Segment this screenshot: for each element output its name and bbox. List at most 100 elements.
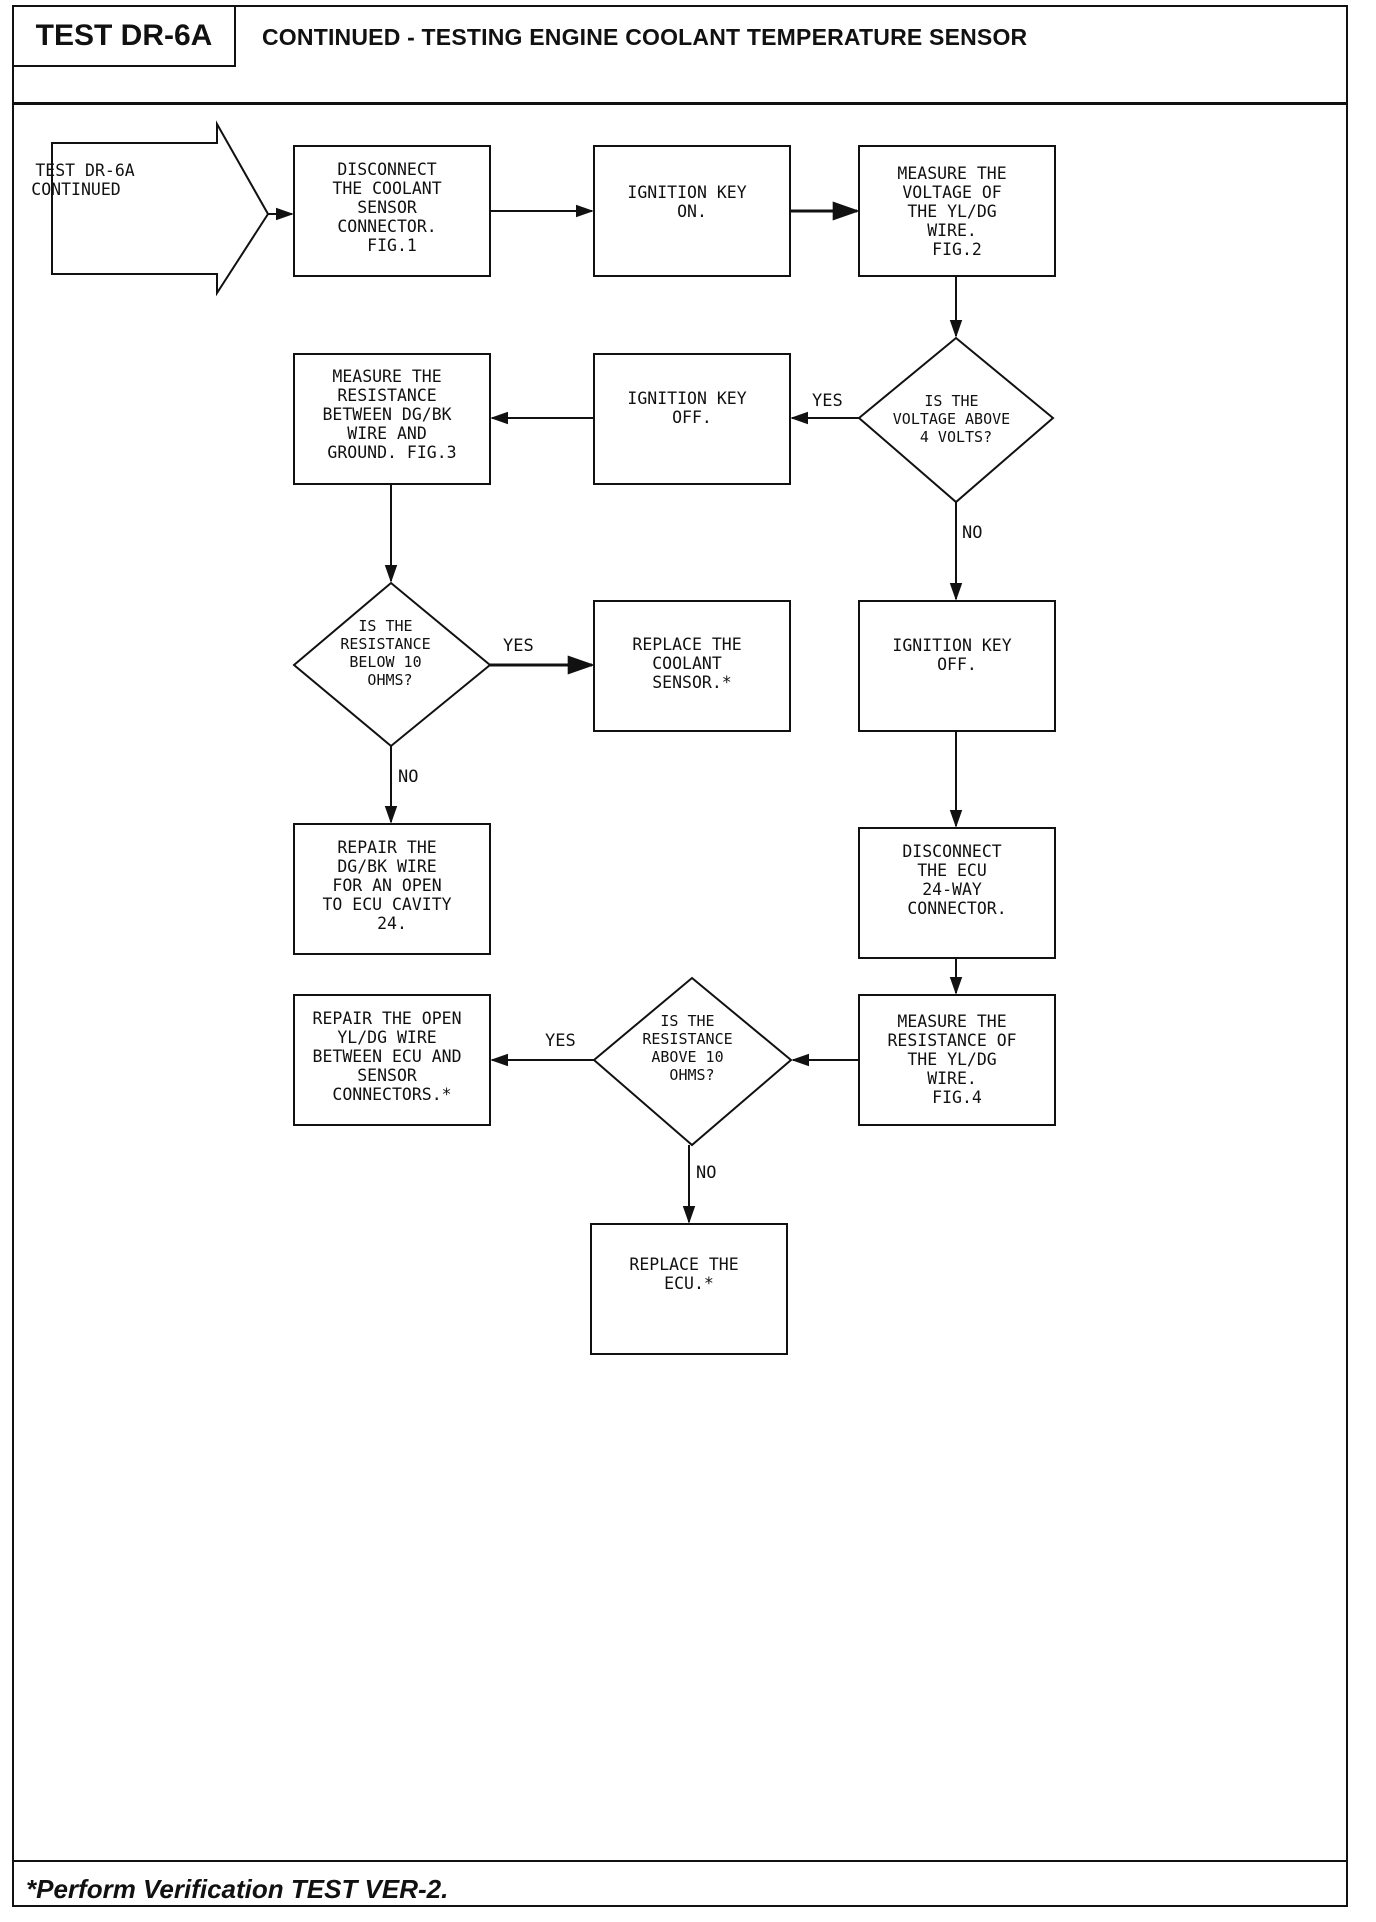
node-line: ECU.* bbox=[664, 1274, 714, 1293]
ignition-off-1-label: IGNITION KEY OFF. bbox=[627, 389, 756, 427]
above-yes-label: YES bbox=[545, 1031, 576, 1051]
measure-resistance-ground-box bbox=[293, 353, 491, 485]
node-line: DG/BK WIRE bbox=[337, 857, 436, 876]
node-line: RESISTANCE bbox=[340, 635, 430, 653]
disconnect-ecu-label: DISCONNECT THE ECU 24-WAY CONNECTOR. bbox=[902, 842, 1011, 918]
voltage-decision-label: IS THE VOLTAGE ABOVE 4 VOLTS? bbox=[893, 392, 1019, 446]
resistance-above-decision-label: IS THE RESISTANCE ABOVE 10 OHMS? bbox=[642, 1012, 741, 1084]
node-line: IS THE bbox=[924, 392, 978, 410]
node-line: ABOVE 10 bbox=[651, 1048, 723, 1066]
node-line: DISCONNECT bbox=[337, 160, 436, 179]
node-line: FOR AN OPEN bbox=[332, 876, 441, 895]
node-line: THE YL/DG bbox=[907, 202, 996, 221]
repair-dgbk-label: REPAIR THE DG/BK WIRE FOR AN OPEN TO ECU… bbox=[322, 838, 461, 933]
node-line: ON. bbox=[677, 202, 707, 221]
node-line: IGNITION KEY bbox=[627, 389, 746, 408]
ignition-off-2-label: IGNITION KEY OFF. bbox=[892, 636, 1021, 674]
node-line: WIRE. bbox=[927, 221, 977, 240]
below-no-label: NO bbox=[398, 767, 418, 787]
ignition-on-box bbox=[593, 145, 791, 277]
node-line: RESISTANCE bbox=[337, 386, 436, 405]
resistance-below-decision-label: IS THE RESISTANCE BELOW 10 OHMS? bbox=[340, 617, 439, 689]
start-line: TEST DR-6A bbox=[35, 161, 134, 180]
measure-resistance-yldg-label: MEASURE THE RESISTANCE OF THE YL/DG WIRE… bbox=[887, 1012, 1026, 1107]
node-line: FIG.2 bbox=[932, 240, 982, 259]
page-title: CONTINUED - TESTING ENGINE COOLANT TEMPE… bbox=[262, 24, 1028, 50]
node-line: 4 VOLTS? bbox=[920, 428, 992, 446]
node-line: IS THE bbox=[358, 617, 412, 635]
node-line: MEASURE THE bbox=[897, 1012, 1006, 1031]
node-line: BELOW 10 bbox=[349, 653, 421, 671]
node-line: REPAIR THE bbox=[337, 838, 436, 857]
repair-yldg-label: REPAIR THE OPEN YL/DG WIRE BETWEEN ECU A… bbox=[313, 1009, 472, 1104]
node-line: WIRE AND bbox=[347, 424, 426, 443]
replace-sensor-label: REPLACE THE COOLANT SENSOR.* bbox=[632, 635, 751, 692]
node-line: SENSOR bbox=[357, 1066, 417, 1085]
node-line: OFF. bbox=[672, 408, 712, 427]
node-line: CONNECTORS.* bbox=[332, 1085, 451, 1104]
start-line: CONTINUED bbox=[31, 180, 120, 199]
node-line: MEASURE THE bbox=[332, 367, 441, 386]
node-line: SENSOR bbox=[357, 198, 417, 217]
node-line: COOLANT bbox=[652, 654, 722, 673]
node-line: CONNECTOR. bbox=[907, 899, 1006, 918]
replace-ecu-box bbox=[590, 1223, 788, 1355]
repair-yldg-box bbox=[293, 994, 491, 1126]
node-line: THE ECU bbox=[917, 861, 987, 880]
ignition-off-2-box bbox=[858, 600, 1056, 732]
node-line: IS THE bbox=[660, 1012, 714, 1030]
node-line: BETWEEN ECU AND bbox=[313, 1047, 462, 1066]
repair-dgbk-box bbox=[293, 823, 491, 955]
node-line: VOLTAGE ABOVE bbox=[893, 410, 1010, 428]
replace-sensor-box bbox=[593, 600, 791, 732]
node-line: REPLACE THE bbox=[632, 635, 741, 654]
node-line: REPAIR THE OPEN bbox=[313, 1009, 462, 1028]
start-label: TEST DR-6A CONTINUED bbox=[31, 161, 144, 199]
ignition-off-1-box bbox=[593, 353, 791, 485]
node-line: IGNITION KEY bbox=[892, 636, 1011, 655]
measure-voltage-label: MEASURE THE VOLTAGE OF THE YL/DG WIRE. F… bbox=[897, 164, 1016, 259]
measure-resistance-yldg-box bbox=[858, 994, 1056, 1126]
measure-resistance-ground-label: MEASURE THE RESISTANCE BETWEEN DG/BK WIR… bbox=[322, 367, 461, 462]
test-id-label: TEST DR-6A bbox=[14, 7, 236, 67]
header-bar bbox=[12, 5, 1348, 105]
start-arrow-shape bbox=[51, 120, 270, 297]
node-line: REPLACE THE bbox=[629, 1255, 738, 1274]
node-line: THE COOLANT bbox=[332, 179, 441, 198]
node-line: GROUND. FIG.3 bbox=[327, 443, 456, 462]
node-line: 24-WAY bbox=[922, 880, 982, 899]
above-no-label: NO bbox=[696, 1163, 716, 1183]
node-line: RESISTANCE OF bbox=[887, 1031, 1016, 1050]
node-line: FIG.4 bbox=[932, 1088, 982, 1107]
node-line: VOLTAGE OF bbox=[902, 183, 1001, 202]
node-line: YL/DG WIRE bbox=[337, 1028, 436, 1047]
node-line: THE YL/DG bbox=[907, 1050, 996, 1069]
below-yes-label: YES bbox=[503, 636, 534, 656]
footer-bar bbox=[12, 1860, 1348, 1907]
node-line: BETWEEN DG/BK bbox=[322, 405, 451, 424]
node-line: TO ECU CAVITY bbox=[322, 895, 451, 914]
disconnect-ecu-box bbox=[858, 827, 1056, 959]
node-line: 24. bbox=[377, 914, 407, 933]
node-line: SENSOR.* bbox=[652, 673, 731, 692]
voltage-yes-label: YES bbox=[812, 391, 843, 411]
resistance-above-decision-diamond bbox=[592, 976, 793, 1147]
node-line: RESISTANCE bbox=[642, 1030, 732, 1048]
node-line: MEASURE THE bbox=[897, 164, 1006, 183]
ignition-on-label: IGNITION KEY ON. bbox=[627, 183, 756, 221]
voltage-no-label: NO bbox=[962, 523, 982, 543]
node-line: FIG.1 bbox=[367, 236, 417, 255]
replace-ecu-label: REPLACE THE ECU.* bbox=[629, 1255, 748, 1293]
node-line: WIRE. bbox=[927, 1069, 977, 1088]
footer-note: *Perform Verification TEST VER-2. bbox=[26, 1874, 449, 1904]
disconnect-sensor-label: DISCONNECT THE COOLANT SENSOR CONNECTOR.… bbox=[332, 160, 451, 255]
node-line: OFF. bbox=[937, 655, 977, 674]
page-frame bbox=[12, 5, 1348, 1907]
node-line: CONNECTOR. bbox=[337, 217, 436, 236]
node-line: DISCONNECT bbox=[902, 842, 1001, 861]
node-line: OHMS? bbox=[367, 671, 412, 689]
disconnect-sensor-box bbox=[293, 145, 491, 277]
node-line: IGNITION KEY bbox=[627, 183, 746, 202]
node-line: OHMS? bbox=[669, 1066, 714, 1084]
